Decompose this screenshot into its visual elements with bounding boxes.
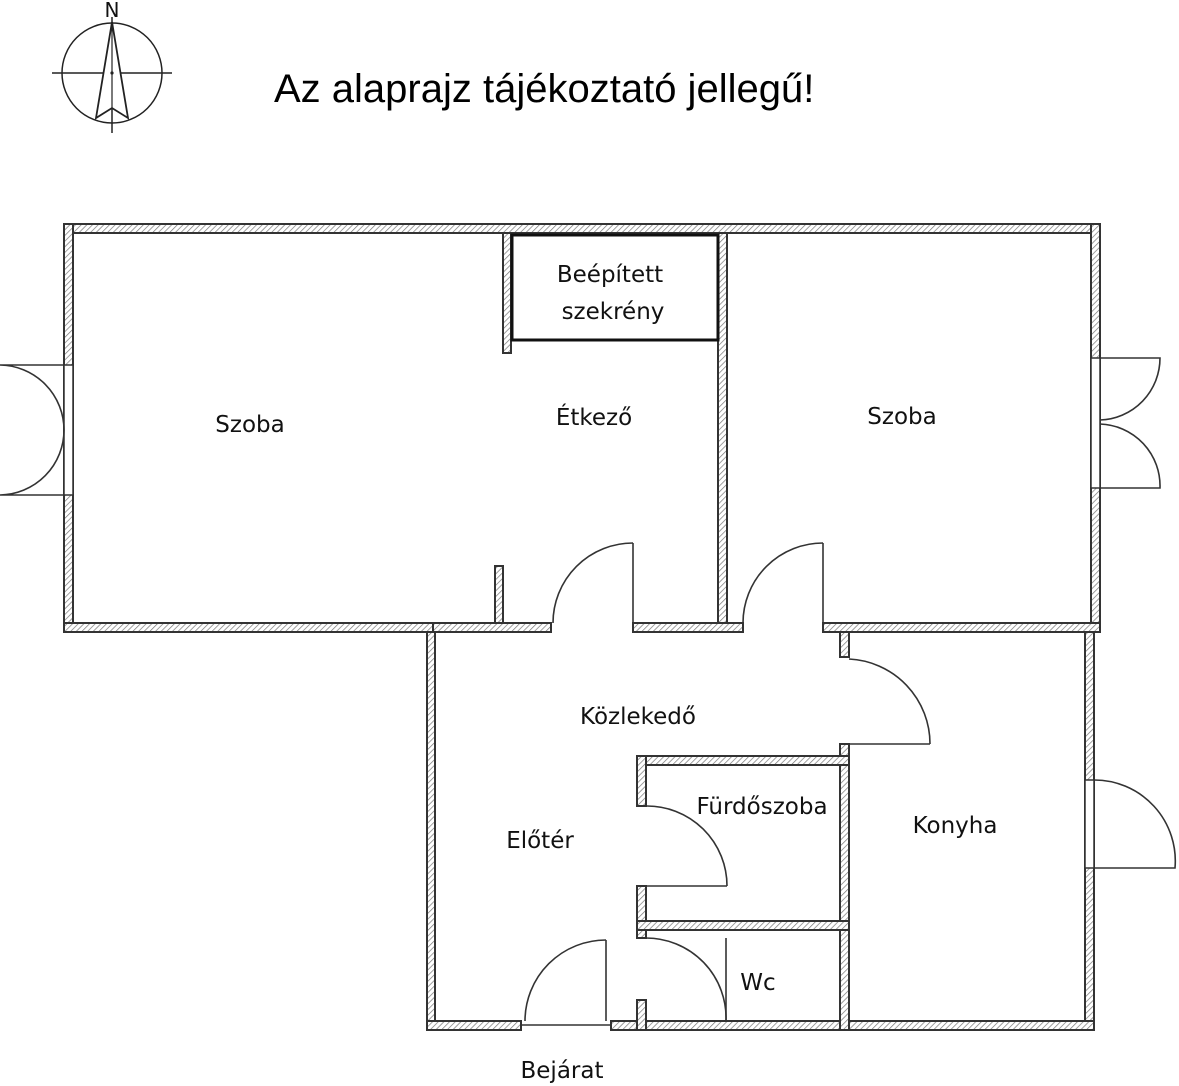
- doors: [521, 542, 931, 1026]
- built-in-wardrobe: [510, 233, 720, 342]
- window-sash-icons: [0, 357, 1177, 869]
- north-label: N: [105, 0, 120, 22]
- room-label-konyha: Konyha: [913, 813, 998, 839]
- room-label-furdoszoba: Fürdőszoba: [696, 794, 827, 820]
- room-label-szoba-left: Szoba: [215, 412, 284, 438]
- room-label-eloter: Előtér: [506, 828, 574, 854]
- room-label-szekreny: szekrény: [562, 299, 665, 325]
- page-title: Az alaprajz tájékoztató jellegű!: [274, 67, 814, 111]
- room-label-etkezo: Étkező: [556, 403, 632, 431]
- room-label-szoba-right: Szoba: [867, 404, 936, 430]
- room-label-beepitett: Beépített: [557, 262, 663, 288]
- windows: [63, 357, 1101, 869]
- north-compass-icon: N: [52, 0, 172, 133]
- room-label-wc: Wc: [740, 970, 775, 996]
- entrance-label: Bejárat: [521, 1058, 604, 1084]
- walls: [63, 223, 1101, 1031]
- room-label-kozlekedo: Közlekedő: [580, 704, 696, 730]
- room-labels: Szoba Étkező Beépített szekrény Szoba Kö…: [215, 262, 997, 1084]
